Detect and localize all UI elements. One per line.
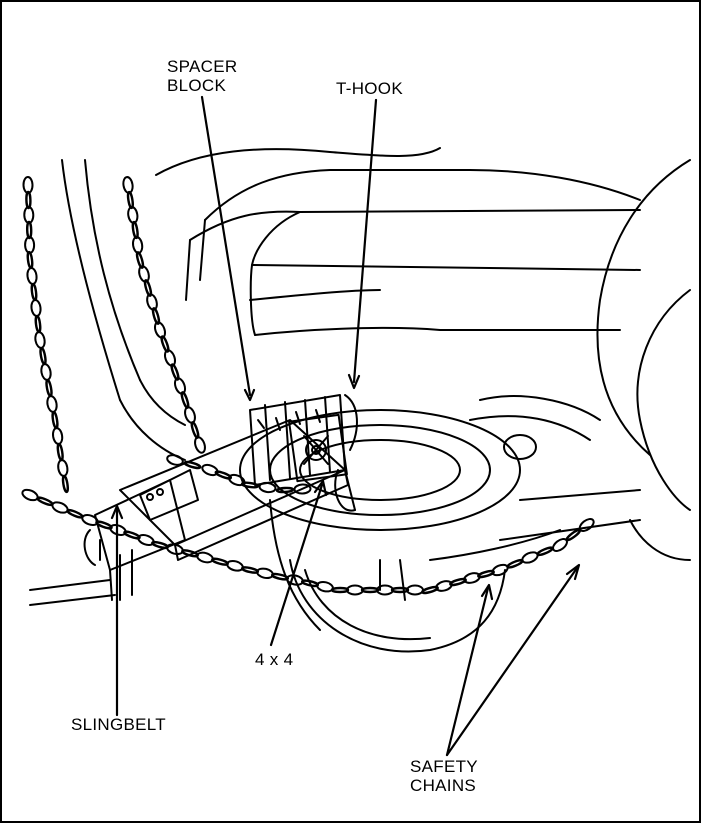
chain-link	[277, 488, 293, 493]
chain-link	[132, 222, 138, 238]
chain-link	[184, 461, 200, 469]
chain-link	[259, 482, 276, 493]
chain-link	[24, 207, 33, 223]
chain-link	[46, 380, 53, 396]
left-hanging-chain	[23, 177, 68, 492]
chain-link	[23, 177, 32, 193]
chain-link	[181, 392, 190, 408]
chain-link	[27, 222, 31, 238]
spacer-block-label-line1: SPACER	[167, 57, 237, 76]
chain-link	[52, 427, 63, 444]
chain-link	[463, 571, 481, 584]
chain-link	[332, 588, 348, 592]
spacer-block-label: SPACER BLOCK	[167, 57, 237, 95]
chain-link	[37, 496, 53, 506]
chain-link	[40, 363, 52, 380]
slingbelt-shape	[30, 470, 198, 605]
chain-link	[491, 563, 509, 577]
chain-link	[27, 252, 33, 268]
chain-link	[27, 268, 38, 285]
chain-link	[507, 559, 523, 569]
chain-link	[407, 586, 423, 595]
chain-link	[25, 237, 34, 253]
chain-link	[127, 192, 133, 208]
chain-link	[578, 517, 596, 534]
chain-link	[46, 395, 58, 412]
chain-link	[40, 348, 47, 364]
safety-chains-label-line1: SAFETY	[410, 757, 478, 776]
chain-link	[191, 422, 200, 438]
chain-link	[182, 549, 198, 557]
four-by-four-label: 4 x 4	[255, 650, 293, 669]
chain-link	[153, 321, 167, 339]
chains	[21, 176, 596, 594]
chain-link	[145, 293, 158, 311]
chain-link	[62, 476, 69, 492]
chain-link	[152, 541, 168, 549]
chain-link	[226, 559, 244, 572]
chain-link	[166, 453, 184, 466]
t-hook-label: T-HOOK	[336, 79, 403, 98]
chain-link	[212, 558, 228, 566]
chain-link	[127, 206, 138, 223]
chain-link	[256, 567, 274, 579]
spacer-block-label-line2: BLOCK	[167, 76, 237, 95]
chain-link	[67, 509, 83, 519]
chain-link	[242, 566, 258, 573]
chain-link	[122, 176, 133, 193]
chain-link	[173, 377, 187, 395]
chain-link	[21, 488, 39, 502]
chain-link	[57, 444, 64, 460]
leader-lines	[112, 97, 579, 755]
chain-link	[51, 500, 69, 514]
chain-link	[52, 412, 59, 428]
chain-link	[521, 550, 539, 564]
safety-chains-label: SAFETY CHAINS	[410, 757, 478, 795]
vehicle-body	[62, 148, 690, 560]
chain-link	[57, 459, 68, 476]
chain-link	[137, 265, 150, 283]
chain-link	[347, 586, 363, 595]
chain-link	[193, 436, 207, 454]
chain-link	[35, 316, 41, 332]
chain-link	[31, 284, 37, 300]
slingbelt-label: SLINGBELT	[71, 715, 166, 734]
chain-link	[537, 546, 553, 556]
chain-link	[26, 192, 30, 208]
chain-link	[132, 236, 143, 253]
chain-link	[392, 588, 408, 592]
chain-link	[435, 579, 453, 592]
safety-chains-label-line2: CHAINS	[410, 776, 478, 795]
chain-link	[362, 588, 378, 592]
chain-link	[183, 406, 197, 424]
chain-link	[31, 300, 42, 317]
chain-link	[196, 551, 214, 564]
chain-link	[34, 331, 46, 348]
chain-link	[163, 349, 177, 367]
